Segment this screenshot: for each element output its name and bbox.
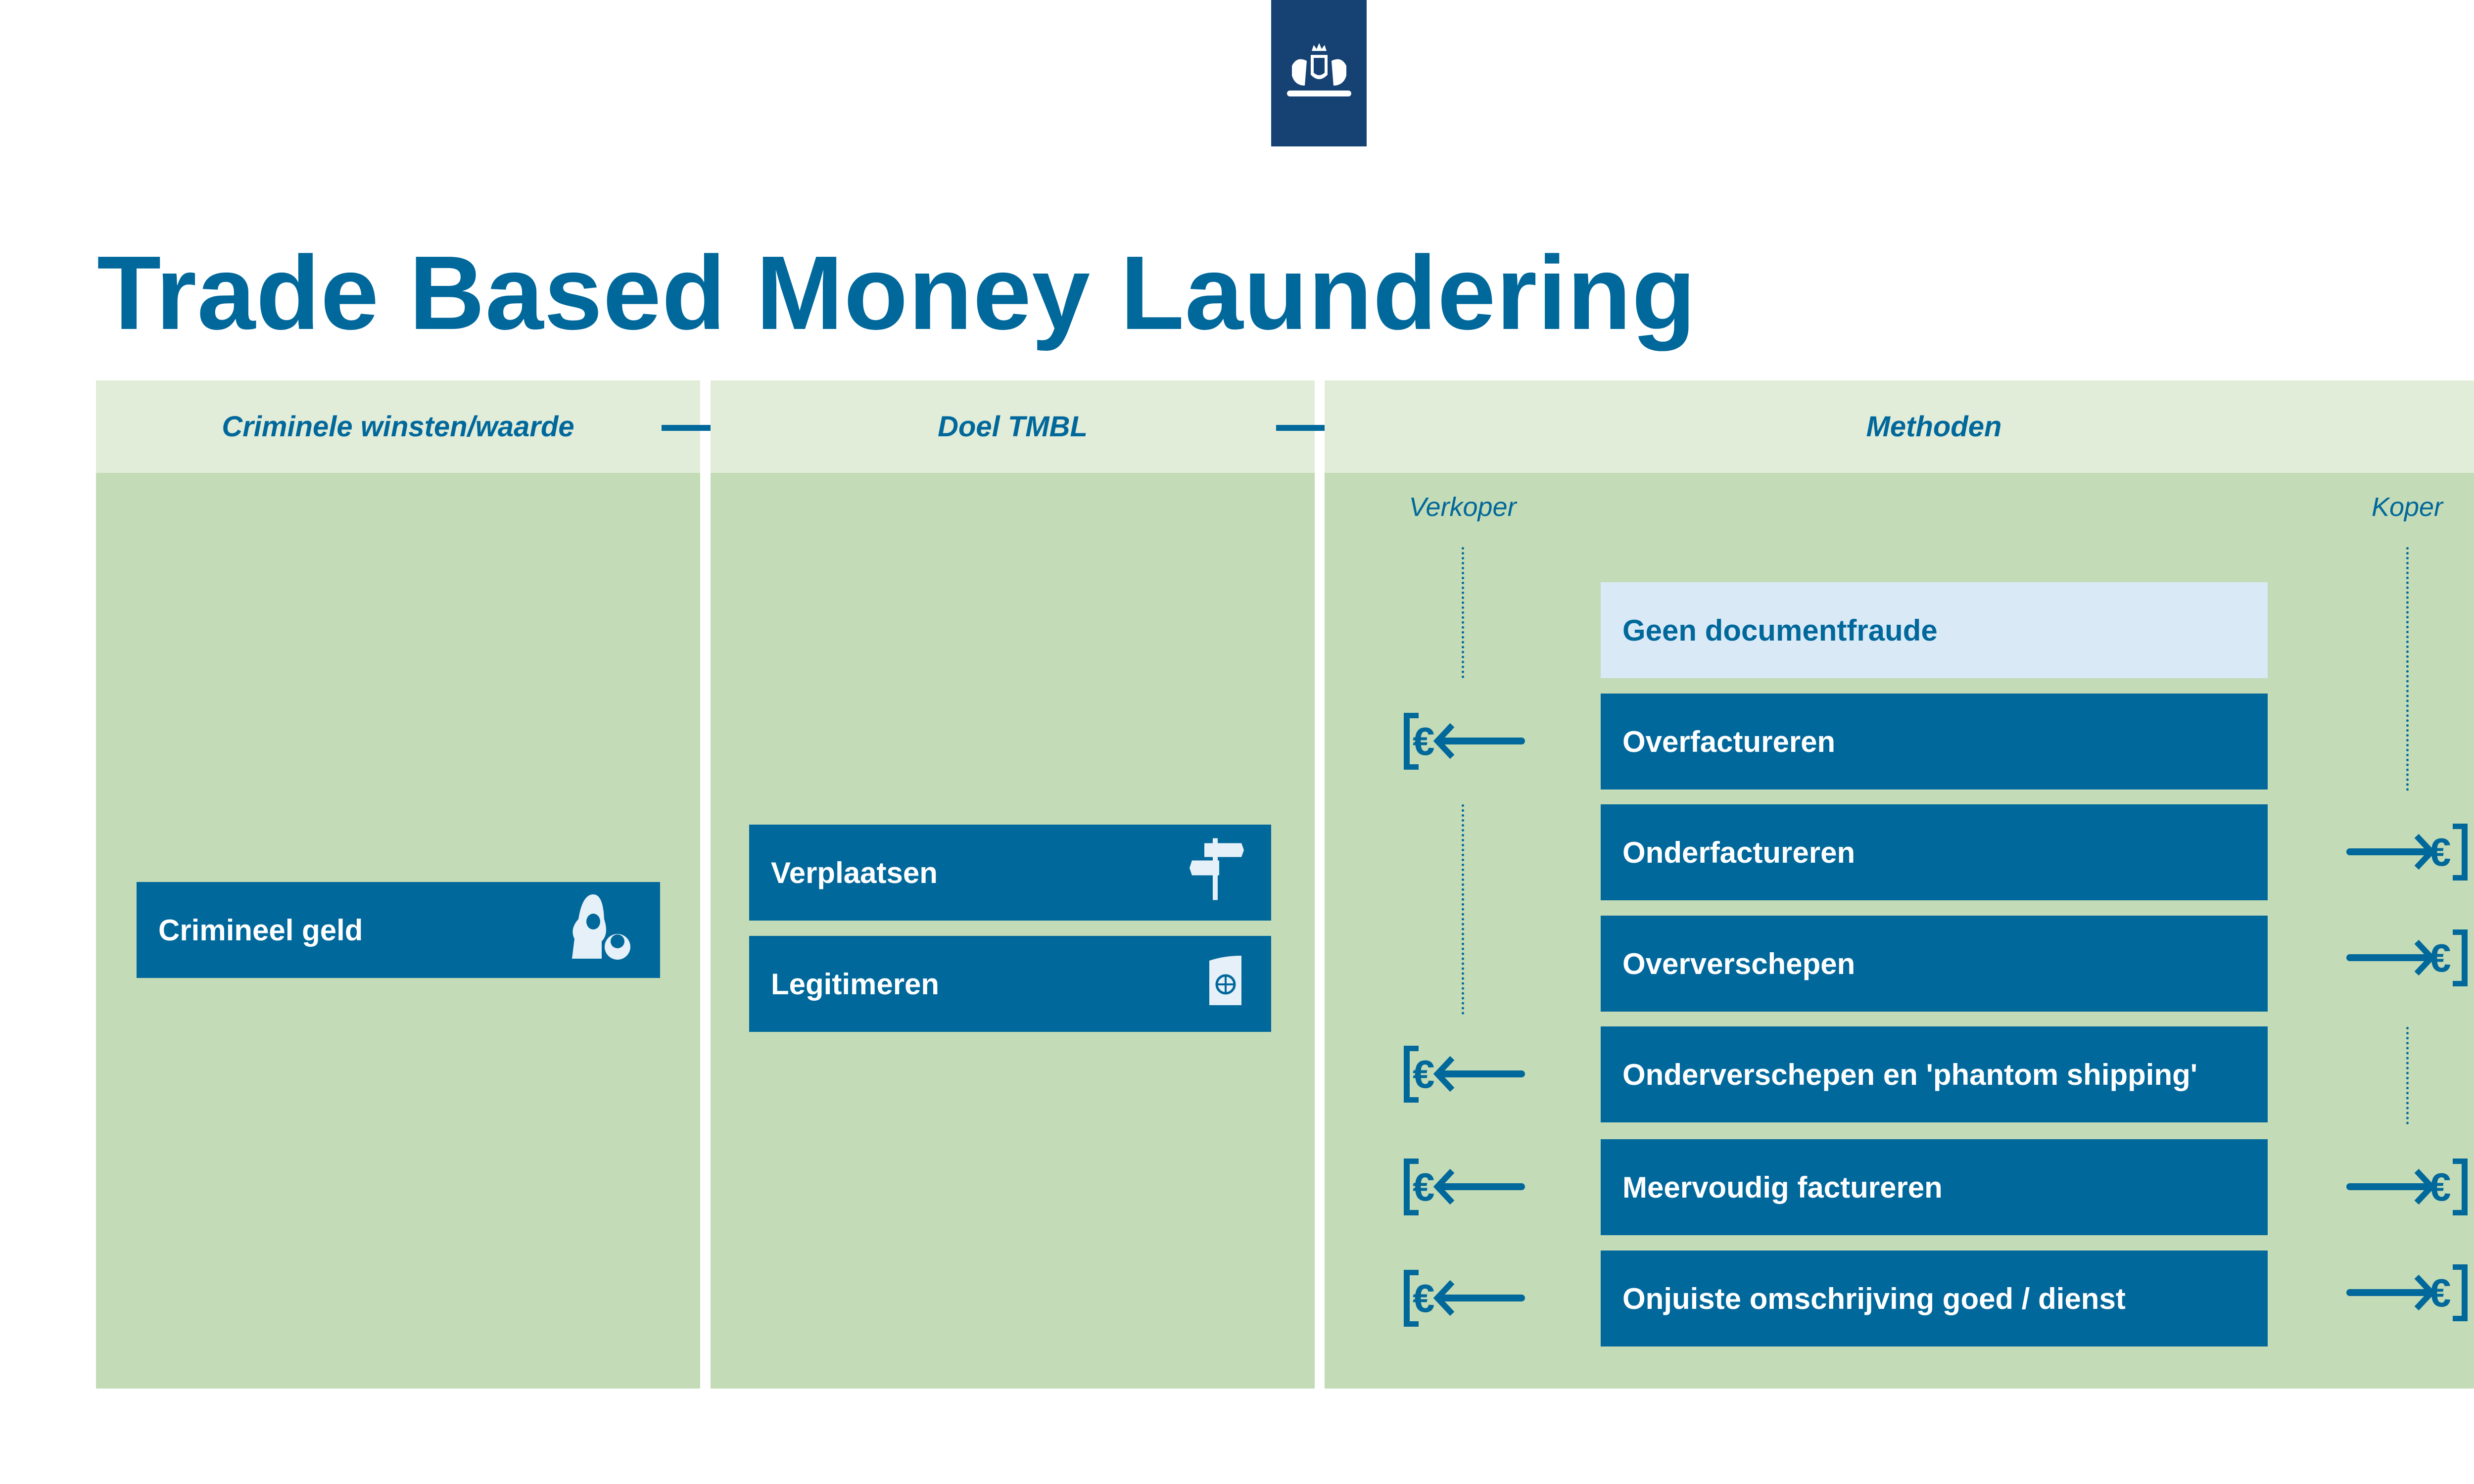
buyer-label: Koper — [2371, 492, 2443, 522]
box-label: Onderfactureren — [1622, 835, 1856, 869]
buyer-timeline-dotted — [2406, 547, 2409, 791]
column-header: Methoden — [1325, 380, 2474, 473]
method-box: Onderfactureren — [1601, 804, 2268, 900]
method-box: Onderverschepen en 'phantom shipping' — [1601, 1026, 2268, 1122]
box-label: Crimineel geld — [158, 913, 363, 947]
column-header: Doel TMBL — [711, 380, 1315, 473]
method-box: Overfactureren — [1601, 694, 2268, 789]
euro-incoming-buyer-icon: € — [2346, 1264, 2468, 1321]
box-label: Onderverschepen en 'phantom shipping' — [1622, 1058, 2198, 1091]
box-label: Onjuiste omschrijving goed / dienst — [1622, 1282, 2126, 1315]
seller-timeline-dotted — [1462, 804, 1464, 1015]
coat-of-arms-icon — [1286, 43, 1351, 96]
euro-incoming-buyer-icon: € — [2346, 824, 2468, 881]
euro-incoming-seller-icon: € — [1404, 713, 1525, 770]
box-label: Legitimeren — [771, 967, 940, 1001]
euro-incoming-seller-icon: € — [1404, 1270, 1525, 1327]
passport-icon — [1207, 956, 1246, 1012]
euro-incoming-seller-icon: € — [1404, 1046, 1525, 1103]
box-label: Geen documentfraude — [1622, 613, 1938, 647]
euro-incoming-seller-icon: € — [1404, 1159, 1525, 1215]
column-tbml-goal: Doel TMBL Verplaatsen Legitimeren — [711, 380, 1315, 1389]
svg-text:€: € — [1413, 719, 1435, 763]
goal-box-verplaatsen: Verplaatsen — [749, 825, 1271, 921]
seller-timeline-dotted — [1462, 547, 1464, 678]
euro-incoming-buyer-icon: € — [2346, 1159, 2468, 1215]
svg-text:€: € — [1413, 1052, 1435, 1096]
method-box: Onjuiste omschrijving goed / dienst — [1601, 1251, 2268, 1346]
method-box: Oververschepen — [1601, 916, 2268, 1012]
page-title: Trade Based Money Laundering — [97, 234, 1697, 351]
criminal-money-box: Crimineel geld — [137, 882, 660, 978]
column-methods: Methoden Verkoper Koper Geen documentfra… — [1325, 380, 2474, 1389]
svg-text:€: € — [1413, 1276, 1435, 1320]
government-logo — [1271, 0, 1367, 146]
method-box: Meervoudig factureren — [1601, 1139, 2268, 1235]
signpost-icon — [1187, 838, 1246, 907]
goal-box-legitimeren: Legitimeren — [749, 936, 1271, 1032]
svg-text:€: € — [1413, 1165, 1435, 1209]
box-label: Verplaatsen — [771, 856, 938, 889]
column-header: Criminele winsten/waarde — [96, 380, 700, 473]
box-label: Oververschepen — [1622, 947, 1856, 980]
box-label: Overfactureren — [1622, 725, 1836, 758]
box-label: Meervoudig factureren — [1622, 1170, 1943, 1204]
buyer-timeline-dotted — [2406, 1027, 2409, 1124]
hooded-criminal-coins-icon — [571, 892, 635, 968]
seller-label: Verkoper — [1409, 492, 1517, 522]
column-criminal-proceeds: Criminele winsten/waarde Crimineel geld — [96, 380, 700, 1389]
method-box: Geen documentfraude — [1601, 582, 2268, 678]
euro-incoming-buyer-icon: € — [2346, 929, 2468, 986]
